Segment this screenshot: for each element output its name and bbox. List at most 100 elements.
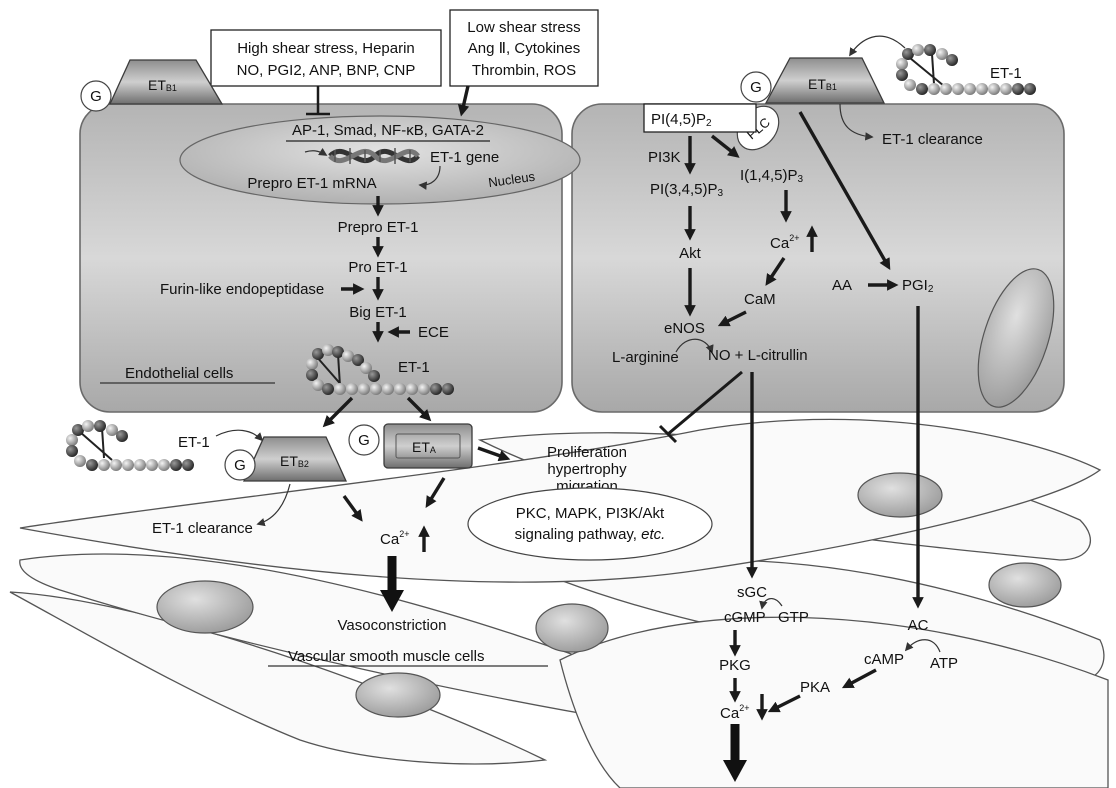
gtp-conversion-arrow bbox=[759, 598, 783, 610]
arrow-pka-to-ca bbox=[767, 694, 801, 713]
enos-label: eNOS bbox=[664, 320, 705, 337]
etb1-right-label: ETB1 bbox=[808, 76, 837, 92]
arrow-camp-to-pka bbox=[841, 668, 877, 689]
low-shear-line-1: Low shear stress bbox=[467, 19, 580, 36]
cam-label: CaM bbox=[744, 291, 776, 308]
vsmc-label: Vascular smooth muscle cells bbox=[288, 648, 484, 665]
arrow-etb2-to-ca bbox=[342, 495, 363, 522]
dna-helix bbox=[328, 148, 420, 164]
et1-right-binding-arrow bbox=[849, 35, 906, 57]
pip2-label: PI(4,5)P2 bbox=[651, 111, 712, 129]
pathway-line-2: signaling pathway, etc. bbox=[515, 526, 666, 543]
arrow-pip2-to-ip3 bbox=[710, 134, 740, 158]
stimulation-arrow bbox=[457, 85, 470, 117]
mrna-arrow bbox=[418, 165, 441, 190]
arrow-et1-to-eta bbox=[406, 396, 432, 422]
pgi2-label: PGI2 bbox=[902, 277, 934, 295]
et1-vsmc-label: ET-1 bbox=[178, 434, 210, 451]
et1-vsmc-binding-arrow bbox=[215, 429, 264, 442]
pkg-label: PKG bbox=[719, 657, 751, 674]
low-shear-line-3: Thrombin, ROS bbox=[472, 62, 576, 79]
pi3k-label: PI3K bbox=[648, 149, 681, 166]
eta-label: ETA bbox=[412, 439, 436, 455]
pathway-line-1: PKC, MAPK, PI3K/Akt bbox=[516, 505, 665, 522]
no-citrullin-label: NO + L-citrullin bbox=[708, 347, 808, 364]
right-endothelial-cell bbox=[571, 103, 1065, 413]
clearance-right-arrow bbox=[839, 103, 874, 141]
arrow-ca-to-cam bbox=[765, 257, 786, 286]
eta-receptor bbox=[383, 423, 473, 469]
sgc-label: sGC bbox=[737, 584, 767, 601]
et1-right-label: ET-1 bbox=[990, 65, 1022, 82]
et1-peptide-left bbox=[306, 344, 454, 395]
arrow-cam-to-enos bbox=[717, 310, 747, 327]
etb1-left-receptor bbox=[108, 59, 224, 105]
etb1-right-receptor bbox=[764, 57, 886, 104]
et1-clearance-right: ET-1 clearance bbox=[882, 131, 983, 148]
high-shear-line-2: NO, PGI2, ANP, BNP, CNP bbox=[237, 62, 416, 79]
dna-input-arrow bbox=[304, 147, 328, 156]
clearance-vsmc-arrow bbox=[256, 483, 291, 527]
vasoconstriction-head bbox=[380, 590, 404, 612]
etb2-label: ETB2 bbox=[280, 453, 309, 469]
g-protein-right bbox=[740, 71, 772, 103]
ca-bottom-label: Ca2+ bbox=[720, 703, 749, 722]
et1-left-label: ET-1 bbox=[398, 359, 430, 376]
ac-label: AC bbox=[908, 617, 929, 634]
ca-right-label: Ca2+ bbox=[770, 233, 799, 252]
g-label-right: G bbox=[750, 79, 762, 96]
no-inhibition-line bbox=[667, 370, 743, 436]
pathway-ellipse bbox=[467, 487, 713, 561]
g-protein-etb2 bbox=[224, 449, 256, 481]
endothelial-cells-label: Endothelial cells bbox=[125, 365, 233, 382]
prepro-mrna: Prepro ET-1 mRNA bbox=[247, 175, 376, 192]
low-shear-line-2: Ang Ⅱ, Cytokines bbox=[468, 40, 580, 57]
furin-label: Furin-like endopeptidase bbox=[160, 281, 324, 298]
atp-label: ATP bbox=[930, 655, 958, 672]
arrow-eta-to-proliferation bbox=[477, 446, 511, 462]
aa-label: AA bbox=[832, 277, 852, 294]
arrow-etb1-to-pgi2 bbox=[798, 111, 891, 271]
smooth-muscle-cells bbox=[9, 418, 1109, 788]
g-label-left: G bbox=[90, 88, 102, 105]
et1-peptide-right bbox=[896, 44, 1036, 95]
nucleus-label: Nucleus bbox=[487, 169, 536, 190]
vasoconstriction-label: Vasoconstriction bbox=[338, 617, 447, 634]
no-inhibition-bar bbox=[658, 424, 678, 444]
l-arginine-label: L-arginine bbox=[612, 349, 679, 366]
pka-label: PKA bbox=[800, 679, 830, 696]
cgmp-label: cGMP bbox=[724, 609, 766, 626]
pro-et1: Pro ET-1 bbox=[348, 259, 407, 276]
high-shear-line-1: High shear stress, Heparin bbox=[237, 40, 415, 57]
big-et1: Big ET-1 bbox=[349, 304, 407, 321]
g-protein-eta bbox=[348, 424, 380, 456]
akt-label: Akt bbox=[679, 245, 702, 262]
g-label-eta: G bbox=[358, 432, 370, 449]
et1-clearance-vsmc: ET-1 clearance bbox=[152, 520, 253, 537]
arrow-et1-to-etb2 bbox=[322, 396, 354, 428]
arrow-eta-to-ca bbox=[425, 477, 446, 508]
relaxation-head bbox=[723, 760, 747, 782]
arginine-conversion-arrow bbox=[675, 338, 714, 354]
camp-label: cAMP bbox=[864, 651, 904, 668]
eta-inner-frame bbox=[395, 433, 461, 459]
ece-label: ECE bbox=[418, 324, 449, 341]
gtp-label: GTP bbox=[778, 609, 809, 626]
pip2-box bbox=[643, 103, 757, 133]
ip3-label: I(1,4,5)P3 bbox=[740, 167, 804, 185]
atp-conversion-arrow bbox=[904, 639, 941, 653]
transcription-factors: AP-1, Smad, NF-κB, GATA-2 bbox=[292, 122, 484, 139]
vesicle bbox=[977, 268, 1055, 408]
prepro-et1: Prepro ET-1 bbox=[338, 219, 419, 236]
g-label-etb2: G bbox=[234, 457, 246, 474]
prolif-line-1: Proliferation bbox=[547, 444, 627, 461]
inhibitor-box bbox=[210, 29, 442, 87]
ca-vsmc-label: Ca2+ bbox=[380, 529, 409, 548]
prolif-line-2: hypertrophy bbox=[547, 461, 627, 478]
stimulator-box bbox=[449, 9, 599, 87]
etb1-left-label: ETB1 bbox=[148, 77, 177, 93]
pip3-label: PI(3,4,5)P3 bbox=[650, 181, 724, 199]
et1-gene: ET-1 gene bbox=[430, 149, 499, 166]
et1-peptide-vsmc bbox=[66, 420, 194, 471]
